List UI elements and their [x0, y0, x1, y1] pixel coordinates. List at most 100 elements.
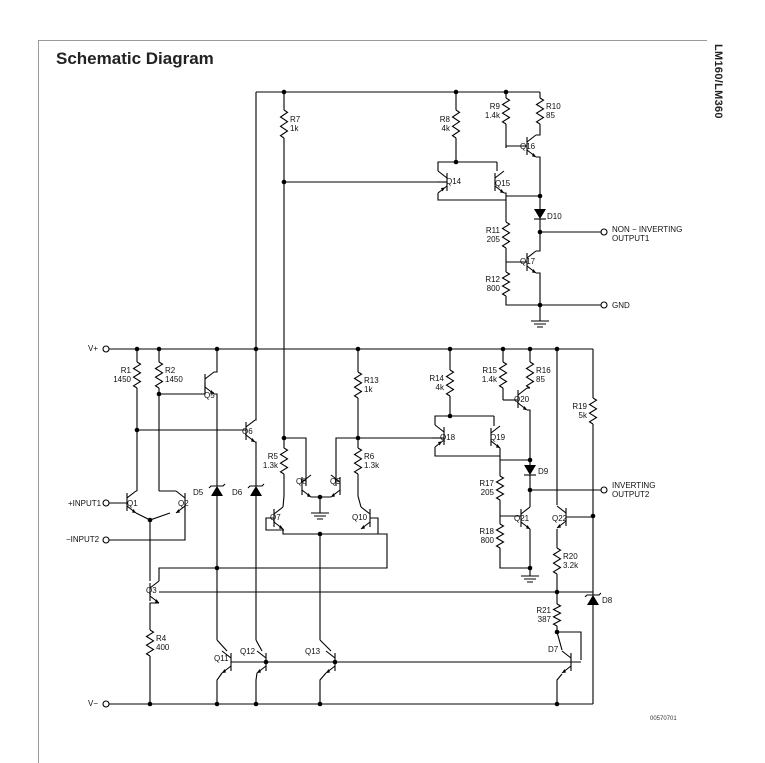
resistor-label: R13 — [364, 376, 379, 385]
emitter-arrow — [222, 669, 226, 673]
wire — [490, 425, 501, 434]
emitter-arrow — [257, 669, 261, 673]
resistor-value: 800 — [487, 284, 501, 293]
wire — [561, 650, 572, 659]
wire — [360, 506, 371, 515]
gnd-label: GND — [612, 301, 630, 310]
transistor-label: Q10 — [352, 513, 368, 522]
wire — [325, 650, 336, 659]
emitter-arrow — [438, 441, 442, 446]
emitter-arrow — [279, 525, 283, 529]
diode-label: D6 — [232, 488, 243, 497]
wire — [214, 393, 218, 486]
transistor-label: Q1 — [127, 499, 138, 508]
diode-label: D8 — [602, 596, 613, 605]
wire — [214, 370, 218, 373]
wire — [126, 490, 137, 499]
wire — [204, 371, 215, 380]
terminal — [600, 228, 608, 236]
emitter-arrow — [557, 524, 561, 528]
diode-label: D5 — [193, 488, 204, 497]
emitter-arrow — [155, 599, 159, 603]
wire — [434, 447, 501, 457]
resistor-r10 — [535, 97, 545, 125]
inv-output-label: INVERTING — [612, 481, 655, 490]
transistor-label: Q21 — [514, 514, 530, 523]
vminus-label: V− — [88, 699, 98, 708]
emitter-arrow — [526, 525, 530, 529]
resistor-r6 — [353, 447, 363, 475]
emitter-arrow — [361, 525, 365, 529]
emitter-arrow — [251, 438, 255, 442]
transistor-label: Q9 — [330, 477, 341, 486]
input2-label: −INPUT2 — [66, 535, 100, 544]
wire — [208, 483, 226, 489]
resistor-label: R16 — [536, 366, 551, 375]
wire — [494, 170, 505, 179]
terminal — [600, 301, 608, 309]
transistor-label: Q20 — [514, 395, 530, 404]
wire — [319, 639, 332, 652]
wire — [517, 387, 528, 396]
transistor-label: Q3 — [146, 586, 157, 595]
diode-d6 — [250, 486, 262, 496]
wire — [536, 272, 541, 305]
transistor-label: Q6 — [242, 427, 253, 436]
resistor-r14 — [445, 369, 455, 397]
transistor-label: Q5 — [204, 391, 215, 400]
wire — [221, 650, 232, 659]
resistor-label: R18 — [479, 527, 494, 536]
wire — [505, 296, 540, 306]
resistor-value: 1.3k — [364, 461, 380, 470]
transistor-label: Q14 — [446, 177, 462, 186]
diode-d9 — [524, 465, 536, 475]
wire — [284, 437, 307, 486]
resistor-r20 — [552, 547, 562, 575]
emitter-arrow — [532, 269, 536, 273]
terminal — [102, 345, 110, 353]
resistor-value: 3.2k — [563, 561, 579, 570]
transistor-label: Q22 — [552, 514, 568, 523]
wire — [536, 134, 541, 136]
emitter-arrow — [132, 509, 136, 513]
emitter-arrow — [562, 669, 566, 673]
emitter-arrow — [532, 153, 536, 157]
resistor-r13 — [353, 371, 363, 399]
wire — [520, 506, 531, 515]
wire — [149, 602, 159, 630]
wire — [319, 672, 327, 704]
emitter-arrow — [326, 669, 330, 673]
resistor-value: 1450 — [165, 375, 183, 384]
wire — [255, 639, 263, 652]
wire — [135, 512, 171, 521]
resistor-r5 — [279, 447, 289, 475]
wire — [437, 193, 506, 201]
transistor-label: Q18 — [440, 433, 456, 442]
doc-number: 00570701 — [650, 716, 677, 722]
transistor-label: Q19 — [490, 433, 506, 442]
resistor-label: R1 — [121, 366, 132, 375]
wire — [526, 250, 537, 259]
resistor-label: R2 — [165, 366, 176, 375]
wire — [505, 145, 527, 148]
wire — [265, 517, 284, 531]
wire — [536, 232, 541, 252]
terminal — [102, 536, 110, 544]
resistor-r11 — [501, 221, 511, 249]
wire — [434, 424, 445, 433]
emitter-arrow — [331, 493, 335, 497]
ground-symbol — [311, 507, 329, 520]
resistor-r15 — [498, 361, 508, 389]
wire — [255, 349, 257, 421]
resistor-r18 — [495, 523, 505, 549]
emitter-arrow — [441, 187, 445, 192]
diode-d10 — [534, 209, 546, 219]
resistor-label: R21 — [536, 606, 551, 615]
resistor-label: R12 — [485, 275, 500, 284]
wire — [556, 505, 567, 514]
transistor-label: Q2 — [178, 499, 189, 508]
resistor-r16 — [525, 361, 535, 389]
junction-dot — [332, 659, 338, 665]
emitter-arrow — [210, 390, 214, 394]
